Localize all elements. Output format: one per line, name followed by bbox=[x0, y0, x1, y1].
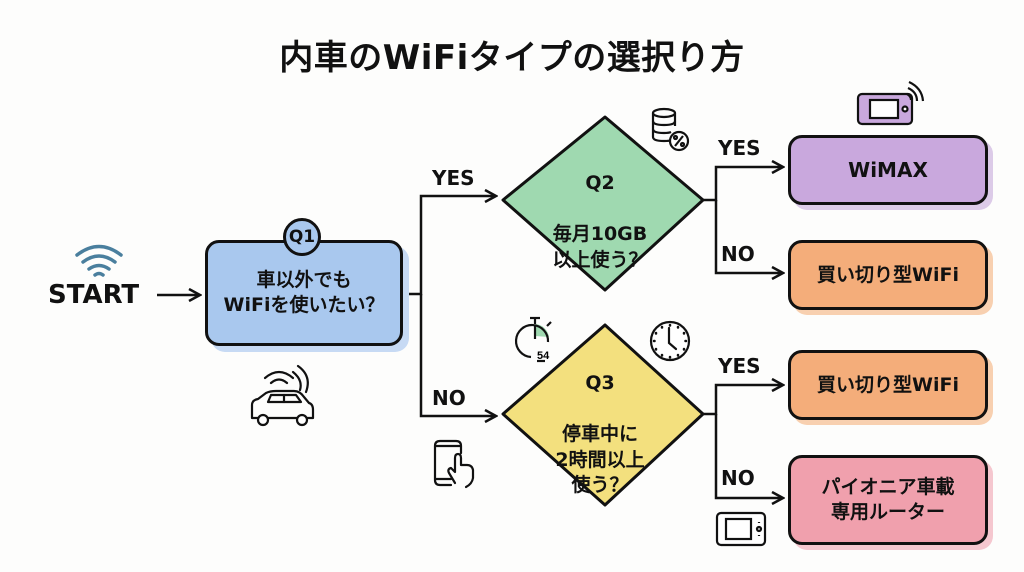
q2-text: 毎月10GB 以上使う？ bbox=[552, 222, 648, 271]
q3-diamond bbox=[501, 323, 705, 507]
q2-question[interactable]: Q2 毎月10GB 以上使う？ bbox=[530, 145, 670, 299]
q2-no-label: NO bbox=[721, 242, 755, 266]
result-wimax-label: WiMAX bbox=[848, 158, 928, 182]
result-wimax[interactable]: WiMAX bbox=[788, 135, 988, 205]
wifi-icon bbox=[75, 244, 123, 277]
page-title: 内車のWiFiタイプの選択り方 bbox=[279, 38, 745, 78]
q1-badge: Q1 bbox=[283, 218, 321, 256]
result-buy-wifi-1[interactable]: 買い切り型WiFi bbox=[788, 240, 988, 310]
result-buy-wifi-2-label: 買い切り型WiFi bbox=[817, 373, 959, 396]
q3-no-label: NO bbox=[721, 466, 755, 490]
result-buy-wifi-1-label: 買い切り型WiFi bbox=[817, 263, 959, 286]
smartphone-tap-icon bbox=[433, 439, 475, 489]
result-buy-wifi-2[interactable]: 買い切り型WiFi bbox=[788, 350, 988, 420]
q2-yes-connector bbox=[703, 167, 783, 202]
q1-question: 車以外でも WiFiを使いたい？ bbox=[223, 269, 385, 316]
q2-badge: Q2 bbox=[585, 171, 615, 194]
q3-question[interactable]: Q3 停車中に 2時間以上 使う？ bbox=[530, 345, 670, 524]
database-percent-icon bbox=[651, 107, 690, 152]
q3-yes-connector bbox=[703, 385, 783, 416]
q3-badge: Q3 bbox=[585, 371, 615, 394]
q1-yes-label: YES bbox=[432, 166, 475, 190]
clock-icon bbox=[649, 320, 691, 362]
q2-no-connector bbox=[714, 200, 783, 273]
q2-yes-label: YES bbox=[718, 136, 761, 160]
q3-no-connector bbox=[714, 414, 783, 498]
q2-diamond bbox=[501, 115, 705, 292]
q3-yes-label: YES bbox=[718, 354, 761, 378]
start-label: START bbox=[48, 280, 140, 310]
result-pioneer-router-label: パイオニア車載 専用ルーター bbox=[821, 476, 955, 523]
stopwatch-icon bbox=[514, 316, 552, 363]
q3-text: 停車中に 2時間以上 使う？ bbox=[555, 422, 645, 497]
q1-no-connector bbox=[419, 294, 496, 416]
stopwatch-value: 54 bbox=[537, 350, 550, 362]
q1-connector bbox=[403, 196, 496, 296]
car-wifi-icon bbox=[250, 364, 315, 427]
car-router-icon bbox=[715, 511, 767, 547]
result-pioneer-router[interactable]: パイオニア車載 専用ルーター bbox=[788, 455, 988, 545]
pocket-router-icon bbox=[856, 81, 925, 126]
q1-no-label: NO bbox=[432, 386, 466, 410]
